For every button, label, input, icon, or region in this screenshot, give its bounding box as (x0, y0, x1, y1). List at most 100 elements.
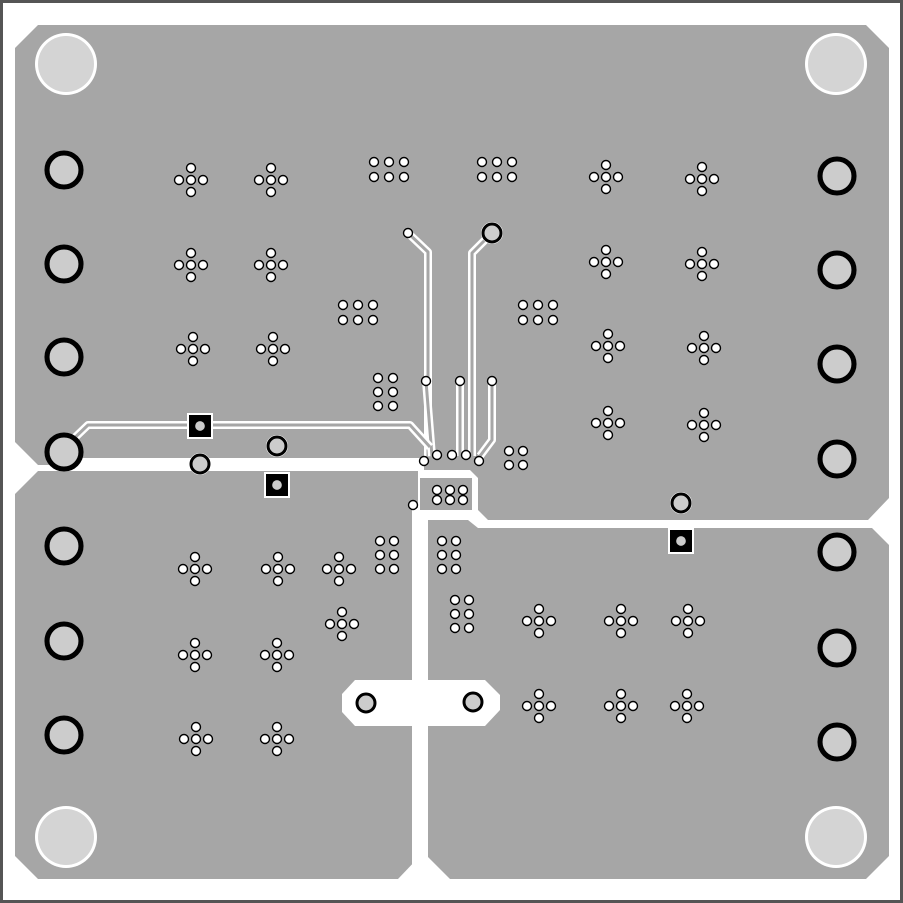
via-cluster-grid-3-via-1 (532, 299, 544, 311)
via-cluster-grid-8-via-3 (463, 608, 475, 620)
via-cluster-grid-6-via-3 (388, 549, 400, 561)
via-cluster-plus-11-via-1 (686, 342, 698, 354)
via-cluster-plus-19-via-2 (271, 649, 283, 661)
via-cluster-grid-1-via-0 (476, 156, 488, 168)
via-cluster-grid-0-via-4 (383, 171, 395, 183)
via-cluster-grid-0-via-0 (368, 156, 380, 168)
via-cluster-plus-16-via-0 (333, 551, 345, 563)
mounting-hole-2 (38, 809, 94, 865)
right-connector-pad-4 (817, 532, 857, 572)
via-cluster-plus-11-via-0 (698, 330, 710, 342)
via-cluster-plus-10-via-4 (602, 352, 614, 364)
via-cluster-plus-13-via-4 (698, 431, 710, 443)
via-cluster-plus-2-via-1 (173, 259, 185, 271)
pad-small-0 (481, 222, 503, 244)
via-single-1 (420, 375, 432, 387)
via-cluster-plus-17-via-4 (336, 630, 348, 642)
via-cluster-grid-8-via-2 (449, 608, 461, 620)
via-cluster-plus-0-via-1 (173, 174, 185, 186)
via-cluster-plus-18-via-1 (177, 649, 189, 661)
via-cluster-grid-6-via-2 (374, 549, 386, 561)
via-cluster-grid-7-via-3 (450, 549, 462, 561)
via-cluster-plus-12-via-0 (602, 405, 614, 417)
via-cluster-grid-5-via-0 (503, 445, 515, 457)
via-cluster-plus-8-via-3 (612, 256, 624, 268)
via-cluster-grid-3-via-0 (517, 299, 529, 311)
via-cluster-plus-15-via-1 (260, 563, 272, 575)
via-cluster-plus-7-via-4 (696, 185, 708, 197)
via-cluster-plus-2-via-3 (197, 259, 209, 271)
via-single-9 (407, 499, 419, 511)
via-single-3 (486, 375, 498, 387)
via-cluster-plus-27-via-1 (669, 700, 681, 712)
via-cluster-plus-19-via-1 (259, 649, 271, 661)
left-connector-pad-1 (44, 244, 84, 284)
via-cluster-plus-2-via-4 (185, 271, 197, 283)
via-cluster-plus-27-via-0 (681, 688, 693, 700)
via-cluster-plus-17-via-3 (348, 618, 360, 630)
via-cluster-plus-23-via-4 (615, 627, 627, 639)
via-cluster-plus-3-via-0 (265, 247, 277, 259)
via-cluster-plus-21-via-1 (259, 733, 271, 745)
via-cluster-plus-7-via-1 (684, 173, 696, 185)
via-cluster-plus-6-via-4 (600, 183, 612, 195)
via-cluster-grid-2-via-4 (352, 314, 364, 326)
via-cluster-plus-7-via-2 (696, 173, 708, 185)
via-cluster-plus-9-via-2 (696, 258, 708, 270)
pad-small-3 (670, 492, 692, 514)
right-connector-pad-6 (817, 722, 857, 762)
copper-pours (15, 25, 889, 888)
via-cluster-grid-7-via-1 (450, 535, 462, 547)
left-connector-pad-2 (44, 337, 84, 377)
traces (61, 230, 496, 470)
via-cluster-plus-2-via-0 (185, 247, 197, 259)
via-cluster-grid-2-via-3 (337, 314, 349, 326)
left-connector-pad-4 (44, 526, 84, 566)
via-cluster-plus-14-via-1 (177, 563, 189, 575)
via-cluster-plus-0-via-3 (197, 174, 209, 186)
via-cluster-plus-11-via-3 (710, 342, 722, 354)
via-cluster-plus-26-via-3 (627, 700, 639, 712)
mounting-hole-0 (38, 36, 94, 92)
via-cluster-plus-12-via-4 (602, 429, 614, 441)
via-cluster-plus-12-via-2 (602, 417, 614, 429)
via-cluster-plus-25-via-1 (521, 700, 533, 712)
via-cluster-grid-9-via-0 (431, 484, 443, 496)
via-cluster-plus-18-via-3 (201, 649, 213, 661)
via-cluster-plus-15-via-2 (272, 563, 284, 575)
through-hole-pads (44, 150, 857, 762)
via-cluster-plus-21-via-0 (271, 721, 283, 733)
via-cluster-grid-5-via-1 (517, 445, 529, 457)
via-cluster-plus-16-via-1 (321, 563, 333, 575)
via-cluster-plus-3-via-4 (265, 271, 277, 283)
via-cluster-plus-27-via-3 (693, 700, 705, 712)
trace-6 (62, 423, 432, 450)
via-cluster-plus-13-via-1 (686, 419, 698, 431)
via-cluster-plus-8-via-1 (588, 256, 600, 268)
via-cluster-plus-8-via-4 (600, 268, 612, 280)
via-cluster-grid-3-via-2 (547, 299, 559, 311)
via-cluster-plus-25-via-2 (533, 700, 545, 712)
via-cluster-plus-11-via-4 (698, 354, 710, 366)
via-cluster-grid-9-via-5 (457, 494, 469, 506)
via-cluster-plus-4-via-0 (187, 331, 199, 343)
via-cluster-plus-20-via-0 (190, 721, 202, 733)
via-clusters (173, 156, 722, 757)
via-cluster-grid-7-via-0 (436, 535, 448, 547)
via-cluster-grid-9-via-1 (444, 484, 456, 496)
via-cluster-plus-24-via-2 (682, 615, 694, 627)
via-cluster-plus-3-via-2 (265, 259, 277, 271)
via-cluster-plus-18-via-2 (189, 649, 201, 661)
via-cluster-plus-19-via-0 (271, 637, 283, 649)
via-cluster-plus-7-via-3 (708, 173, 720, 185)
trace-4 (478, 381, 494, 457)
right-connector-pad-2 (817, 344, 857, 384)
via-cluster-plus-16-via-2 (333, 563, 345, 575)
via-cluster-plus-24-via-1 (670, 615, 682, 627)
via-cluster-plus-5-via-1 (255, 343, 267, 355)
via-cluster-grid-4-via-5 (387, 400, 399, 412)
via-cluster-plus-1-via-0 (265, 162, 277, 174)
via-cluster-grid-1-via-3 (476, 171, 488, 183)
left-connector-pad-3 (44, 432, 84, 472)
via-cluster-plus-20-via-2 (190, 733, 202, 745)
